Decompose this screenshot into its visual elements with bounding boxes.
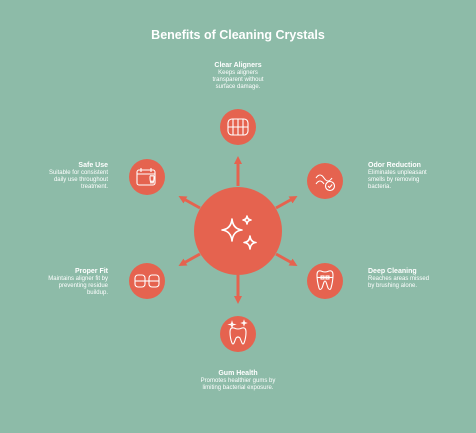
- label-safe-use: Safe Use Suitable for consistent daily u…: [40, 162, 108, 191]
- label-odor-reduction: Odor Reduction Eliminates unpleasant sme…: [368, 162, 436, 191]
- label-deep-cleaning: Deep Cleaning Reaches areas missed by br…: [368, 268, 430, 290]
- benefit-description: Keeps aligners transparent without surfa…: [212, 70, 264, 90]
- benefit-heading: Clear Aligners: [214, 62, 262, 69]
- benefit-description: Suitable for consistent daily use throug…: [48, 170, 108, 190]
- benefit-heading: Proper Fit: [74, 268, 108, 275]
- node-proper-fit: [129, 263, 165, 299]
- node-clear-aligners: [220, 109, 256, 145]
- tooth-sparkle-icon: [227, 319, 248, 345]
- arrow-odor-reduction: [275, 196, 298, 210]
- aligner-fit-icon: [134, 274, 160, 288]
- node-deep-cleaning: [307, 263, 343, 299]
- sparkles-icon: [221, 215, 257, 250]
- benefit-description: Promotes healthier gums by limiting bact…: [200, 378, 276, 391]
- braces-tooth-icon: [316, 270, 334, 291]
- label-proper-fit: Proper Fit Maintains aligner fit by prev…: [40, 268, 108, 297]
- arrow-deep-cleaning: [275, 252, 298, 266]
- node-safe-use: [129, 159, 165, 195]
- odor-check-icon: [315, 174, 336, 192]
- center-node: [194, 187, 282, 275]
- benefit-heading: Odor Reduction: [368, 162, 421, 169]
- benefit-description: Maintains aligner fit by preventing resi…: [48, 276, 108, 296]
- arrow-safe-use: [178, 196, 201, 210]
- arrows: [178, 156, 298, 304]
- benefit-heading: Gum Health: [218, 370, 258, 377]
- label-clear-aligners: Clear Aligners Keeps aligners transparen…: [178, 62, 298, 91]
- benefit-description: Reaches areas missed by brushing alone.: [368, 276, 430, 289]
- label-gum-health: Gum Health Promotes healthier gums by li…: [188, 370, 288, 392]
- calendar-tooth-icon: [136, 168, 156, 186]
- benefit-heading: Deep Cleaning: [368, 268, 417, 275]
- benefit-heading: Safe Use: [78, 162, 108, 169]
- diagram-title: Benefits of Cleaning Crystals: [151, 28, 325, 42]
- arrow-proper-fit: [178, 252, 201, 266]
- node-gum-health: [220, 316, 256, 352]
- benefit-description: Eliminates unpleasant smells by removing…: [368, 170, 427, 190]
- aligner-teeth-icon: [227, 118, 249, 136]
- node-odor-reduction: [307, 163, 343, 199]
